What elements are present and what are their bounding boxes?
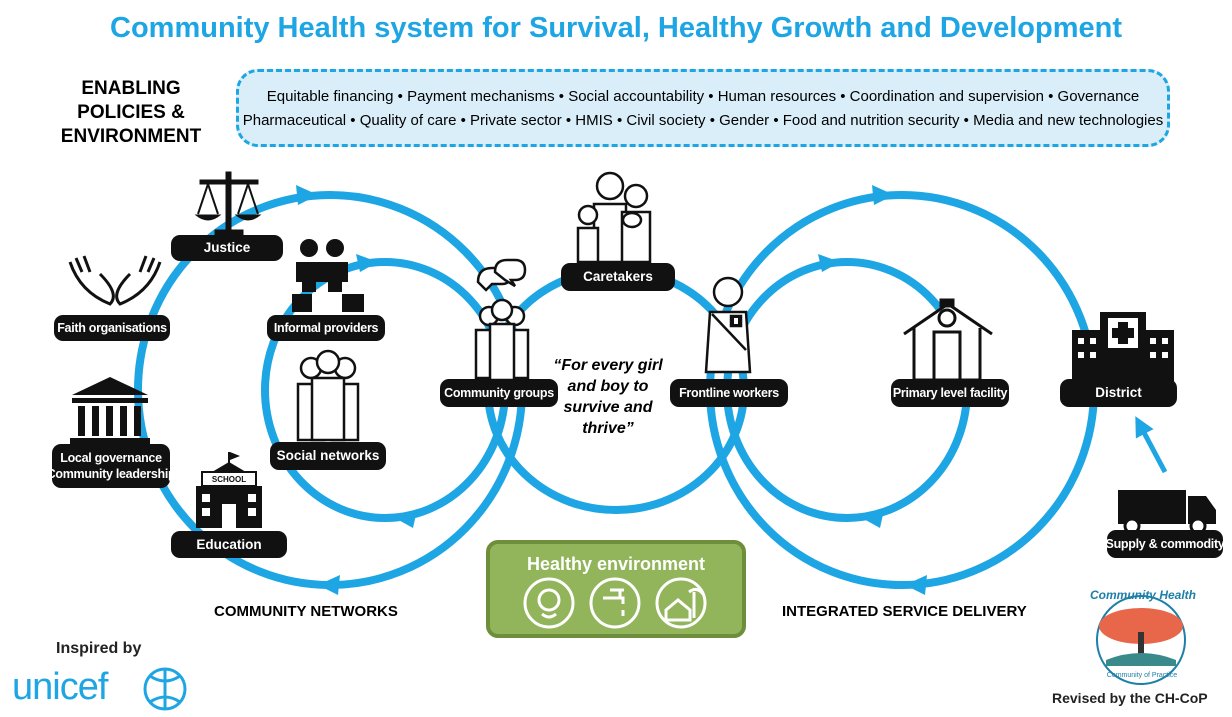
house-palm-icon: [655, 577, 707, 629]
unicef-logo-icon: [143, 667, 187, 711]
loop-arrowhead: [318, 575, 340, 595]
health-facility-icon: [903, 298, 993, 382]
education-node: Education: [171, 531, 287, 558]
supply-truck-icon: [1118, 490, 1216, 535]
unicef-logo-text: unicef: [12, 666, 108, 708]
loop-arrowhead: [862, 510, 884, 528]
quote-line: “For every girl: [553, 357, 663, 374]
integrated-service-delivery-label: INTEGRATED SERVICE DELIVERY: [782, 603, 1027, 620]
praying-hands-icon: [68, 255, 162, 306]
enabling-policies-box: Equitable financing • Payment mechanisms…: [236, 69, 1170, 147]
loop-arrowhead: [872, 185, 894, 205]
policy-line: Equitable financing • Payment mechanisms…: [266, 88, 1140, 105]
loop-arrowhead: [818, 254, 840, 272]
chcop-tree-logo: [1096, 595, 1186, 685]
healthy-environment-title: Healthy environment: [526, 554, 706, 574]
enabling-label-line: ENABLING: [81, 78, 181, 99]
faith-organisations-node: Faith organisations: [54, 315, 170, 341]
policy-line: Pharmaceutical • Quality of care • Priva…: [242, 112, 1164, 129]
enabling-label-line: ENVIRONMENT: [60, 126, 202, 147]
hospital-building-icon: [1072, 312, 1174, 384]
revised-by-label: Revised by the CH-CoP: [1052, 690, 1208, 706]
loop-arrowhead: [356, 254, 378, 272]
community-group-icon: [474, 258, 530, 382]
local-governance-node: Local governance Community leadership: [47, 444, 176, 488]
quote-line: and boy to: [567, 378, 649, 395]
supply-commodity-node: Supply & commodity: [1106, 530, 1225, 558]
loop-arrowhead: [905, 575, 927, 595]
caretakers-family-icon: [576, 171, 652, 264]
school-sign: SCHOOL: [211, 475, 247, 484]
loop-arrowhead: [296, 185, 318, 205]
water-tap-icon: [589, 577, 641, 629]
school-building-icon: [196, 452, 262, 528]
community-networks-label: COMMUNITY NETWORKS: [214, 603, 398, 620]
chcop-logo-subtitle: Community of Practice: [1106, 672, 1178, 679]
informal-providers-node: Informal providers: [267, 315, 385, 341]
page-title: Community Health system for Survival, He…: [110, 12, 1122, 44]
inspired-by-label: Inspired by: [56, 640, 142, 657]
enabling-policies-label: ENABLING POLICIES & ENVIRONMENT: [56, 77, 206, 149]
baby-face-icon: [523, 577, 575, 629]
enabling-label-line: POLICIES &: [77, 102, 185, 123]
frontline-workers-node: Frontline workers: [670, 379, 788, 407]
scales-icon: [194, 171, 262, 239]
quote-line: survive and: [563, 399, 653, 416]
center-quote: “For every girl and boy to survive and t…: [545, 355, 671, 439]
local-governance-line: Local governance: [60, 451, 162, 465]
informal-providers-icon: [292, 239, 364, 312]
government-building-icon: [70, 377, 150, 444]
healthy-icons-layer: [523, 577, 707, 629]
caretakers-node: Caretakers: [561, 263, 675, 291]
community-groups-node: Community groups: [440, 379, 558, 407]
social-networks-node: Social networks: [270, 442, 386, 470]
district-node: District: [1060, 379, 1177, 407]
justice-node: Justice: [171, 235, 283, 261]
quote-line: thrive”: [582, 420, 634, 437]
supply-arrow: [1135, 416, 1168, 474]
people-group-icon: [296, 349, 360, 442]
loop-arrowhead: [395, 510, 417, 528]
community-leadership-line: Community leadership: [46, 467, 176, 481]
primary-level-facility-node: Primary level facility: [891, 379, 1009, 407]
chcop-logo-title: Community Health: [1089, 588, 1196, 602]
frontline-worker-icon: [704, 276, 752, 374]
